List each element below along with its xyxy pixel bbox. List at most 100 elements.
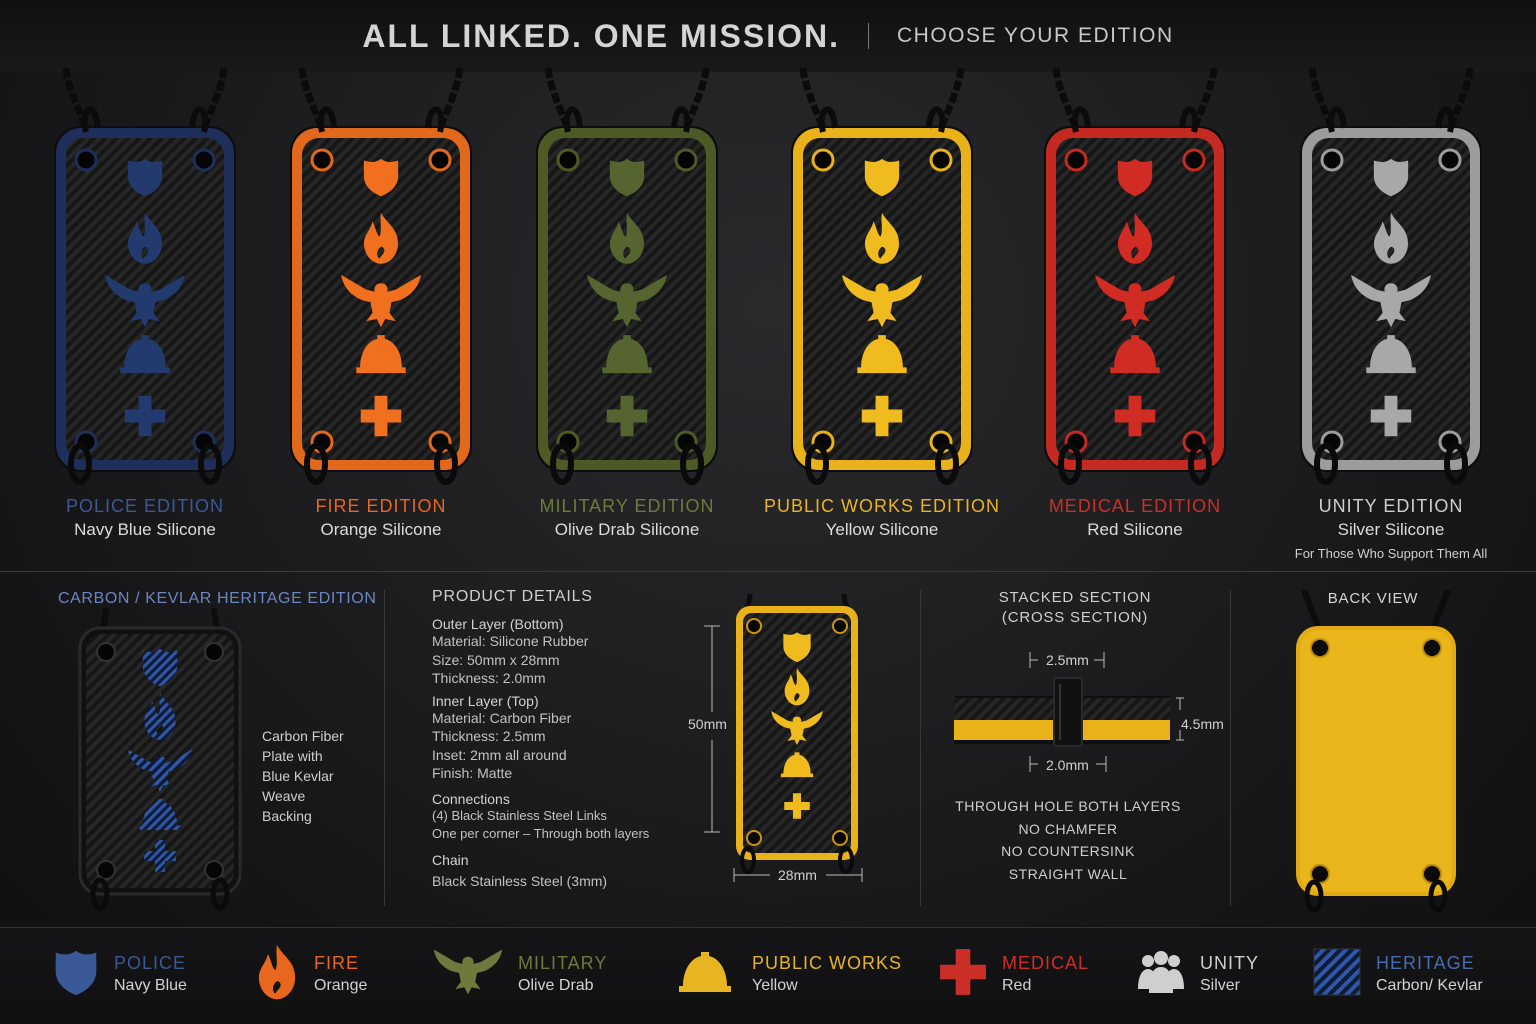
legend-name: HERITAGE: [1376, 953, 1475, 973]
stacked-notes: THROUGH HOLE BOTH LAYERS NO CHAMFER NO C…: [940, 795, 1196, 885]
stacked-note: THROUGH HOLE BOTH LAYERS: [955, 798, 1181, 814]
dog-tag: [1300, 68, 1482, 485]
legend-item[interactable]: MEDICAL Red: [938, 944, 1089, 1004]
edition-card[interactable]: PUBLIC WORKS EDITION Yellow Silicone: [757, 68, 1007, 568]
product-details: PRODUCT DETAILS Outer Layer (Bottom) Mat…: [432, 588, 682, 890]
hardhat-icon: [672, 950, 738, 999]
outer-layer-line: Material: Silicone Rubber: [432, 633, 589, 649]
dimension-drawing: [704, 594, 863, 882]
dog-tag: [1044, 68, 1226, 485]
legend-color: Red: [1002, 977, 1032, 994]
legend-color: Silver: [1200, 977, 1241, 994]
back-view-title: BACK VIEW: [1327, 590, 1419, 607]
inner-layer-line: Thickness: 2.5mm: [432, 728, 546, 744]
heritage-description: Carbon Fiber Plate with Blue Kevlar Weav…: [262, 726, 372, 826]
legend-name: FIRE: [314, 953, 360, 973]
height-dimension: 50mm: [688, 716, 727, 732]
legend-color: Olive Drab: [518, 977, 594, 994]
legend-name: PUBLIC WORKS: [752, 953, 903, 973]
cross-icon: [938, 947, 988, 1002]
edition-name: MILITARY EDITION: [539, 496, 715, 516]
dog-tag: [54, 68, 236, 485]
shield-icon: [52, 946, 100, 1003]
inner-layer-line: Material: Carbon Fiber: [432, 709, 572, 726]
edition-gallery: POLICE EDITION Navy Blue Silicone FIRE EDI…: [0, 68, 1536, 568]
stacked-title-line: (CROSS SECTION): [1001, 609, 1149, 626]
stacked-section-title: STACKED SECTION (CROSS SECTION): [960, 588, 1190, 628]
column-divider: [1230, 590, 1231, 906]
heritage-desc-line: Carbon Fiber: [262, 728, 344, 744]
legend-item[interactable]: POLICE Navy Blue: [52, 944, 187, 1004]
edition-name: FIRE EDITION: [315, 496, 447, 516]
outer-layer-line: Size: 50mm x 28mm: [432, 651, 560, 668]
heritage-desc-line: Blue Kevlar: [262, 768, 334, 784]
details-heading: PRODUCT DETAILS: [432, 588, 593, 605]
header-separator: [868, 23, 869, 49]
section-divider: [0, 571, 1536, 572]
cross-section-diagram: [954, 652, 1184, 772]
legend-color: Navy Blue: [114, 977, 187, 994]
legend-color: Orange: [314, 977, 368, 994]
outer-layer-line: Thickness: 2.0mm: [432, 670, 546, 686]
heritage-desc-line: Plate with: [262, 748, 323, 764]
stacked-title-line: STACKED SECTION: [998, 589, 1152, 606]
top-layer-dimension: 2.5mm: [1046, 652, 1089, 668]
flame-icon: [254, 943, 300, 1006]
legend-item[interactable]: MILITARY Olive Drab: [432, 944, 607, 1004]
heritage-desc-line: Weave: [262, 788, 306, 804]
legend-item[interactable]: FIRE Orange: [254, 944, 367, 1004]
edition-name: PUBLIC WORKS EDITION: [763, 496, 1001, 516]
legend-name: POLICE: [114, 953, 187, 973]
legend-name: MILITARY: [518, 953, 608, 973]
edition-material: Silver Silicone: [1337, 520, 1445, 539]
bottom-layer-dimension: 2.0mm: [1046, 757, 1089, 773]
color-legend: POLICE Navy Blue FIRE Orange MILITARY Olive D…: [0, 927, 1536, 1024]
connections-heading: Connections: [432, 790, 510, 807]
legend-color: Carbon/ Kevlar: [1376, 977, 1483, 994]
heritage-tag[interactable]: [70, 608, 250, 918]
stacked-note: NO COUNTERSINK: [1001, 843, 1135, 859]
legend-item[interactable]: PUBLIC WORKS Yellow: [672, 944, 902, 1004]
inner-layer-line: Inset: 2mm all around: [432, 746, 567, 763]
chain-line: Black Stainless Steel (3mm): [432, 872, 608, 889]
dog-tag: [290, 68, 472, 485]
choose-edition-link[interactable]: CHOOSE YOUR EDITION: [897, 24, 1174, 47]
edition-note: For Those Who Support Them All: [1294, 546, 1488, 561]
legend-name: MEDICAL: [1002, 953, 1090, 973]
heritage-desc-line: Backing: [262, 808, 312, 824]
column-divider: [920, 590, 921, 906]
inner-layer-line: Finish: Matte: [432, 765, 513, 781]
edition-material: Yellow Silicone: [825, 520, 939, 539]
edition-card[interactable]: FIRE EDITION Orange Silicone: [256, 68, 506, 568]
page-title: ALL LINKED. ONE MISSION.: [362, 17, 840, 54]
edition-material: Orange Silicone: [320, 520, 442, 539]
connections-line: (4) Black Stainless Steel Links: [432, 807, 607, 823]
legend-item[interactable]: HERITAGE Carbon/ Kevlar: [1312, 944, 1483, 1004]
edition-name: UNITY EDITION: [1318, 496, 1464, 516]
outer-layer-heading: Outer Layer (Bottom): [432, 616, 564, 632]
stacked-note: NO CHAMFER: [1018, 820, 1118, 837]
legend-color: Yellow: [752, 977, 798, 994]
edition-name: POLICE EDITION: [65, 496, 225, 516]
edition-material: Navy Blue Silicone: [74, 520, 216, 539]
column-divider: [384, 590, 385, 906]
edition-material: Olive Drab Silicone: [554, 520, 700, 539]
legend-item[interactable]: UNITY Silver: [1136, 944, 1259, 1004]
eagle-icon: [432, 947, 504, 1002]
width-dimension: 28mm: [778, 867, 817, 883]
header: ALL LINKED. ONE MISSION. CHOOSE YOUR EDI…: [0, 0, 1536, 72]
dog-tag: [536, 68, 718, 485]
edition-name: MEDICAL EDITION: [1048, 496, 1222, 516]
people-icon: [1136, 949, 1186, 1000]
total-thickness-dimension: 4.5mm: [1181, 716, 1224, 732]
stacked-note: STRAIGHT WALL: [1008, 865, 1128, 882]
edition-card[interactable]: POLICE EDITION Navy Blue Silicone: [20, 68, 270, 568]
connections-line: One per corner – Through both layers: [432, 826, 650, 841]
edition-card[interactable]: MILITARY EDITION Olive Drab Silicone: [502, 68, 752, 568]
legend-name: UNITY: [1200, 953, 1259, 973]
dog-tag: [791, 68, 973, 485]
back-view-tag[interactable]: [1286, 590, 1466, 920]
heritage-title: CARBON / KEVLAR HERITAGE EDITION: [58, 590, 377, 607]
